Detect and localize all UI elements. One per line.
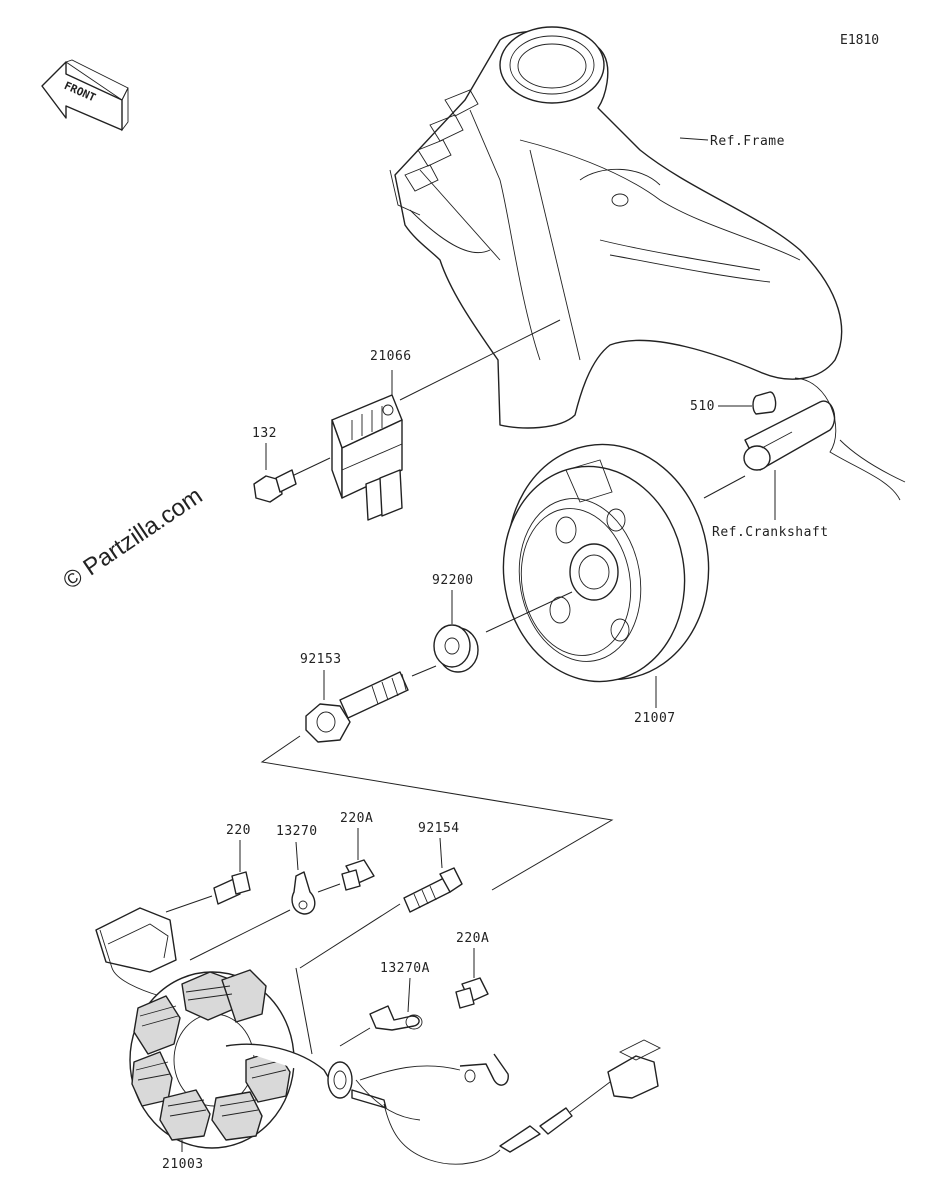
- part-13270-plate: 13270: [189, 824, 318, 961]
- label-ref-crankshaft: Ref.Crankshaft: [712, 525, 829, 540]
- label-92153: 92153: [300, 652, 342, 667]
- part-220A-screw-top: 220A: [317, 811, 375, 893]
- part-220A-screw-bottom: 220A: [455, 931, 489, 1009]
- part-21007-rotor: 21007: [485, 443, 710, 726]
- part-92154-bolt: 92154: [299, 821, 463, 969]
- part-92153-bolt: 92153: [300, 652, 437, 743]
- part-21003-stator: 21003: [95, 907, 662, 1172]
- label-92154: 92154: [418, 821, 460, 836]
- part-92200-washer: 92200: [432, 573, 479, 673]
- label-132: 132: [252, 426, 277, 441]
- part-13270A-plate: 13270A: [339, 961, 430, 1047]
- label-21066: 21066: [370, 349, 412, 364]
- label-13270A: 13270A: [380, 961, 430, 976]
- figure-id: E1810: [840, 33, 879, 48]
- label-220A-bottom: 220A: [456, 931, 489, 946]
- label-92200: 92200: [432, 573, 474, 588]
- label-220: 220: [226, 823, 251, 838]
- crankshaft-drawing: Ref.Crankshaft: [703, 377, 906, 540]
- frame-drawing: Ref.Frame: [389, 26, 843, 429]
- assembly-bracket: [260, 735, 614, 891]
- front-arrow-icon: FRONT: [41, 59, 129, 132]
- label-510: 510: [690, 399, 715, 414]
- part-510-key: 510: [690, 391, 777, 415]
- label-21007: 21007: [634, 711, 676, 726]
- label-220A-top: 220A: [340, 811, 373, 826]
- label-13270: 13270: [276, 824, 318, 839]
- label-21003: 21003: [162, 1157, 204, 1172]
- part-220-screw: 220: [165, 823, 251, 913]
- label-ref-frame: Ref.Frame: [710, 134, 785, 149]
- part-21066-regulator: 21066: [331, 319, 561, 521]
- part-132-bolt: 132: [252, 426, 331, 503]
- watermark: © Partzilla.com: [58, 482, 207, 595]
